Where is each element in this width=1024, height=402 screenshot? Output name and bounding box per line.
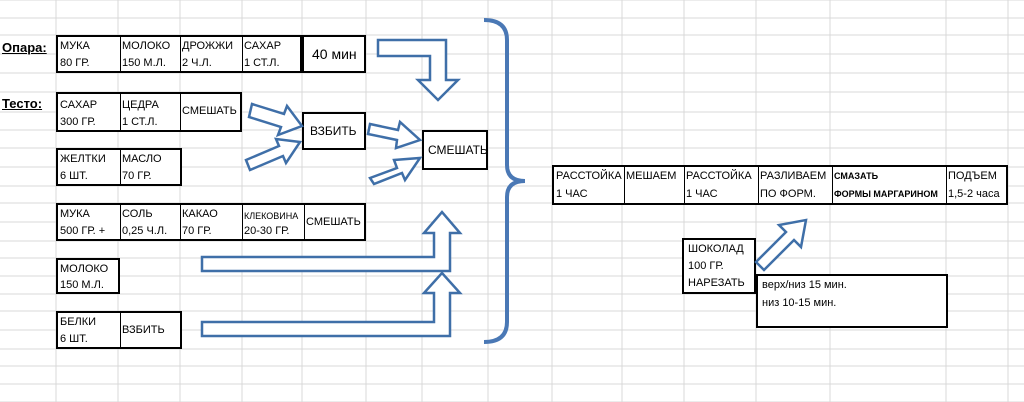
testo-item-qty: 1 СТ.Л. [122,116,158,128]
opara-item-qty: 150 М.Л. [122,57,166,69]
process-step-name: ПОДЪЕМ [948,170,997,182]
chocolate-line2: 100 ГР. [688,260,724,272]
testo-row1-table: САХАР 300 ГР. ЦЕДРА 1 СТ.Л. СМЕШАТЬ [56,92,242,132]
opara-time: 40 мин [312,46,357,62]
testo-row3-table: МУКА 500 ГР. + СОЛЬ 0,25 Ч.Л. КАКАО 70 Г… [56,203,366,241]
process-step-value: ПО ФОРМ. [760,188,816,200]
opara-item-name: МОЛОКО [122,40,171,52]
testo-item-qty: 70 ГР. [122,170,152,182]
testo-item-qty: 20-30 ГР. [244,225,290,237]
bake-line2: низ 10-15 мин. [762,297,837,309]
testo-item-qty: 300 ГР. [60,116,96,128]
testo-row2-table: ЖЕЛТКИ 6 ШТ. МАСЛО 70 ГР. [56,148,182,186]
bake-box: верх/низ 15 мин. низ 10-15 мин. [756,274,948,328]
testo-item-name: МАСЛО [122,153,162,165]
bake-line1: верх/низ 15 мин. [762,279,847,291]
process-step-value: 1,5-2 часа [948,188,1000,200]
opara-item-qty: 2 Ч.Л. [182,57,212,69]
process-step-name: РАССТОЙКА [686,170,752,182]
process-step-value: 1 ЧАС [556,188,588,200]
process-step-value: ФОРМЫ МАРГАРИНОМ [834,189,938,199]
whites-name: БЕЛКИ [60,316,97,328]
testo-item-name: МУКА [60,208,90,220]
process-step-name: СМАЗАТЬ [834,171,879,181]
opara-item-qty: 1 СТ.Л. [244,57,280,69]
chocolate-line1: ШОКОЛАД [688,243,744,255]
testo-item-name: ЖЕЛТКИ [60,153,106,165]
whites-action: ВЗБИТЬ [122,324,165,336]
testo-item-name: СОЛЬ [122,208,153,220]
milk-name: МОЛОКО [60,263,109,275]
opara-item-qty: 80 ГР. [60,57,90,69]
testo-row1-action: СМЕШАТЬ [182,105,237,117]
testo-item-qty: 70 ГР. [182,225,212,237]
process-step-name: РАССТОЙКА [556,170,622,182]
testo-item-qty: 6 ШТ. [60,170,88,182]
process-step-name: МЕШАЕМ [626,170,677,182]
whip-box: ВЗБИТЬ [302,112,366,150]
process-step-value: 1 ЧАС [686,188,718,200]
opara-item-name: МУКА [60,40,90,52]
opara-item-name: САХАР [244,40,282,52]
mix-box: СМЕШАТЬ [422,130,488,170]
opara-label: Опара: [2,40,47,55]
process-table: РАССТОЙКА 1 ЧАС МЕШАЕМ РАССТОЙКА 1 ЧАС Р… [552,165,1008,205]
opara-time-box: 40 мин [302,35,366,73]
process-step-name: РАЗЛИВАЕМ [760,170,827,182]
milk-qty: 150 М.Л. [60,279,104,291]
chocolate-box: ШОКОЛАД 100 ГР. НАРЕЗАТЬ [682,238,756,294]
mix-label: СМЕШАТЬ [428,143,488,157]
testo-item-qty: 0,25 Ч.Л. [122,225,168,237]
opara-item-name: ДРОЖЖИ [182,40,234,52]
whip-label: ВЗБИТЬ [310,124,357,138]
testo-label: Тесто: [2,96,43,111]
testo-item-name: КАКАО [182,208,218,220]
testo-item-qty: 500 ГР. + [60,225,106,237]
whites-table: БЕЛКИ 6 ШТ. ВЗБИТЬ [56,311,182,349]
testo-item-name: САХАР [60,99,98,111]
testo-item-name: ЦЕДРА [122,99,159,111]
chocolate-line3: НАРЕЗАТЬ [688,277,745,289]
opara-ingredients-table: МУКА 80 ГР. МОЛОКО 150 М.Л. ДРОЖЖИ 2 Ч.Л… [56,35,302,73]
testo-row3-action: СМЕШАТЬ [306,216,361,228]
milk-box: МОЛОКО 150 М.Л. [56,258,120,294]
whites-qty: 6 ШТ. [60,333,88,345]
